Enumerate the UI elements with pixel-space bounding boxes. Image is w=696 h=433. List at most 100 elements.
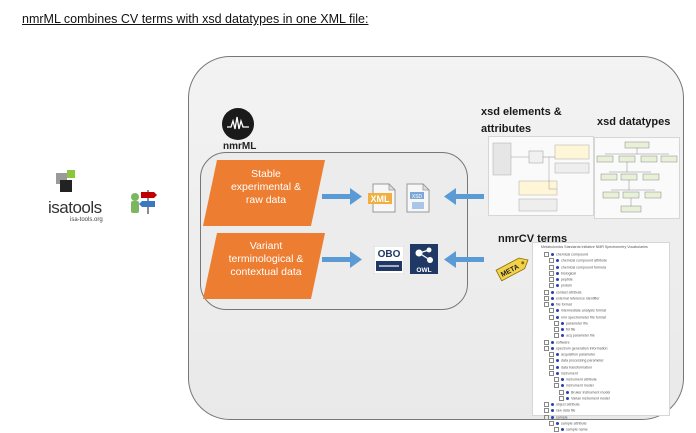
- expand-toggle-icon[interactable]: [549, 264, 554, 270]
- tree-item-label: chemical compound formula: [561, 264, 606, 269]
- tree-item: instrument model: [539, 383, 667, 389]
- tree-item: data transformation: [539, 364, 667, 371]
- tree-item: nmr spectrometer file format: [539, 314, 667, 321]
- tree-item-label: sample: [556, 414, 568, 419]
- tree-item: Varian instrument model: [539, 395, 667, 402]
- tree-item-label: sample name: [566, 427, 588, 432]
- term-node-icon: [561, 384, 564, 388]
- owl-icon-label: OWL: [416, 267, 431, 274]
- isatools-mark-icon: [56, 170, 75, 192]
- tree-item: instrument attribute: [539, 377, 667, 383]
- expand-toggle-icon[interactable]: [549, 358, 554, 364]
- tree-item: sample name: [539, 427, 667, 433]
- expand-toggle-icon[interactable]: [549, 420, 554, 426]
- tree-item-label: parameter file: [566, 321, 588, 326]
- term-node-icon: [551, 340, 554, 344]
- expand-toggle-icon[interactable]: [549, 352, 554, 357]
- tree-item: acq parameter file: [539, 333, 667, 339]
- tree-item-label: biological: [561, 271, 576, 276]
- tree-item-label: Bruker instrument model: [571, 389, 611, 394]
- arrow-cv-to-obo: [444, 251, 484, 268]
- expand-toggle-icon[interactable]: [549, 370, 554, 376]
- expand-toggle-icon[interactable]: [544, 402, 549, 407]
- expand-toggle-icon[interactable]: [549, 283, 554, 289]
- xsd-datatypes-diagram: [594, 137, 680, 219]
- expand-toggle-icon[interactable]: [554, 333, 559, 339]
- signpost-person-icon: [131, 190, 157, 214]
- expand-toggle-icon[interactable]: [544, 414, 549, 420]
- term-node-icon: [551, 346, 554, 350]
- tree-item-label: protein: [561, 283, 572, 288]
- tree-item-label: raw data file: [556, 408, 576, 413]
- tree-item: biological: [539, 270, 667, 277]
- expand-toggle-icon[interactable]: [554, 327, 559, 332]
- term-node-icon: [561, 321, 564, 325]
- expand-toggle-icon[interactable]: [549, 277, 554, 282]
- term-node-icon: [556, 284, 559, 288]
- term-node-icon: [551, 409, 554, 413]
- term-node-icon: [551, 303, 554, 306]
- expand-toggle-icon[interactable]: [544, 345, 549, 351]
- tree-item: sample: [539, 414, 667, 421]
- expand-toggle-icon[interactable]: [549, 270, 554, 276]
- xsd-datatypes-label: xsd datatypes: [597, 116, 671, 128]
- tree-item: protein: [539, 283, 667, 289]
- tree-item: fid file: [539, 327, 667, 333]
- tree-item-label: intermediate analysis format: [561, 308, 606, 313]
- tree-item-label: instrument attribute: [566, 377, 597, 382]
- tree-item: chemical compound: [539, 252, 667, 258]
- term-node-icon: [551, 296, 554, 300]
- term-node-icon: [561, 378, 564, 381]
- expand-toggle-icon[interactable]: [554, 427, 559, 432]
- term-node-icon: [556, 265, 559, 269]
- term-node-icon: [556, 353, 559, 356]
- expand-toggle-icon[interactable]: [544, 302, 549, 307]
- page-title: nmrML combines CV terms with xsd datatyp…: [22, 12, 369, 26]
- tree-item-label: instrument model: [566, 383, 594, 388]
- tree-item: sample attribute: [539, 420, 667, 427]
- expand-toggle-icon[interactable]: [544, 295, 549, 301]
- term-node-icon: [551, 415, 554, 419]
- isatools-logo: isatools isa-tools.org: [48, 168, 108, 228]
- expand-toggle-icon[interactable]: [554, 383, 559, 389]
- expand-toggle-icon[interactable]: [559, 389, 564, 395]
- expand-toggle-icon[interactable]: [544, 339, 549, 345]
- term-node-icon: [561, 328, 564, 331]
- expand-toggle-icon[interactable]: [549, 364, 554, 370]
- xsd-elements-label: xsd elements & attributes: [481, 106, 562, 135]
- tree-item: chemical compound attribute: [539, 258, 667, 264]
- tree-item-label: Varian instrument model: [571, 396, 610, 401]
- tree-item: peptide: [539, 277, 667, 283]
- tree-item-label: instrument: [561, 371, 578, 376]
- obo-icon-label: OBO: [378, 249, 401, 260]
- expand-toggle-icon[interactable]: [544, 252, 549, 257]
- term-node-icon: [551, 403, 554, 406]
- expand-toggle-icon[interactable]: [554, 377, 559, 382]
- expand-toggle-icon[interactable]: [549, 258, 554, 264]
- expand-toggle-icon[interactable]: [549, 308, 554, 314]
- expand-toggle-icon[interactable]: [554, 320, 559, 326]
- expand-toggle-icon[interactable]: [544, 289, 549, 295]
- term-node-icon: [556, 309, 559, 313]
- expand-toggle-icon[interactable]: [549, 314, 554, 320]
- term-node-icon: [566, 396, 569, 400]
- xsd-icon-label: XSD: [412, 194, 423, 200]
- tree-item: data processing parameter: [539, 358, 667, 364]
- term-node-icon: [556, 359, 559, 363]
- tree-item-label: software: [556, 339, 570, 344]
- term-node-icon: [551, 253, 554, 256]
- term-node-icon: [566, 390, 569, 394]
- tree-item-label: spectrum generation information: [556, 346, 608, 351]
- term-node-icon: [556, 315, 559, 319]
- expand-toggle-icon[interactable]: [559, 395, 564, 401]
- xsd-file-icon: XSD: [406, 183, 430, 213]
- isatools-url: isa-tools.org: [70, 217, 103, 223]
- nmrml-logo-icon: [222, 108, 254, 140]
- tree-item: instrument: [539, 370, 667, 377]
- tree-item: file format: [539, 302, 667, 308]
- stable-data-label: Stable experimental & raw data: [230, 168, 302, 206]
- expand-toggle-icon[interactable]: [544, 408, 549, 414]
- tree-item: object attribute: [539, 402, 667, 408]
